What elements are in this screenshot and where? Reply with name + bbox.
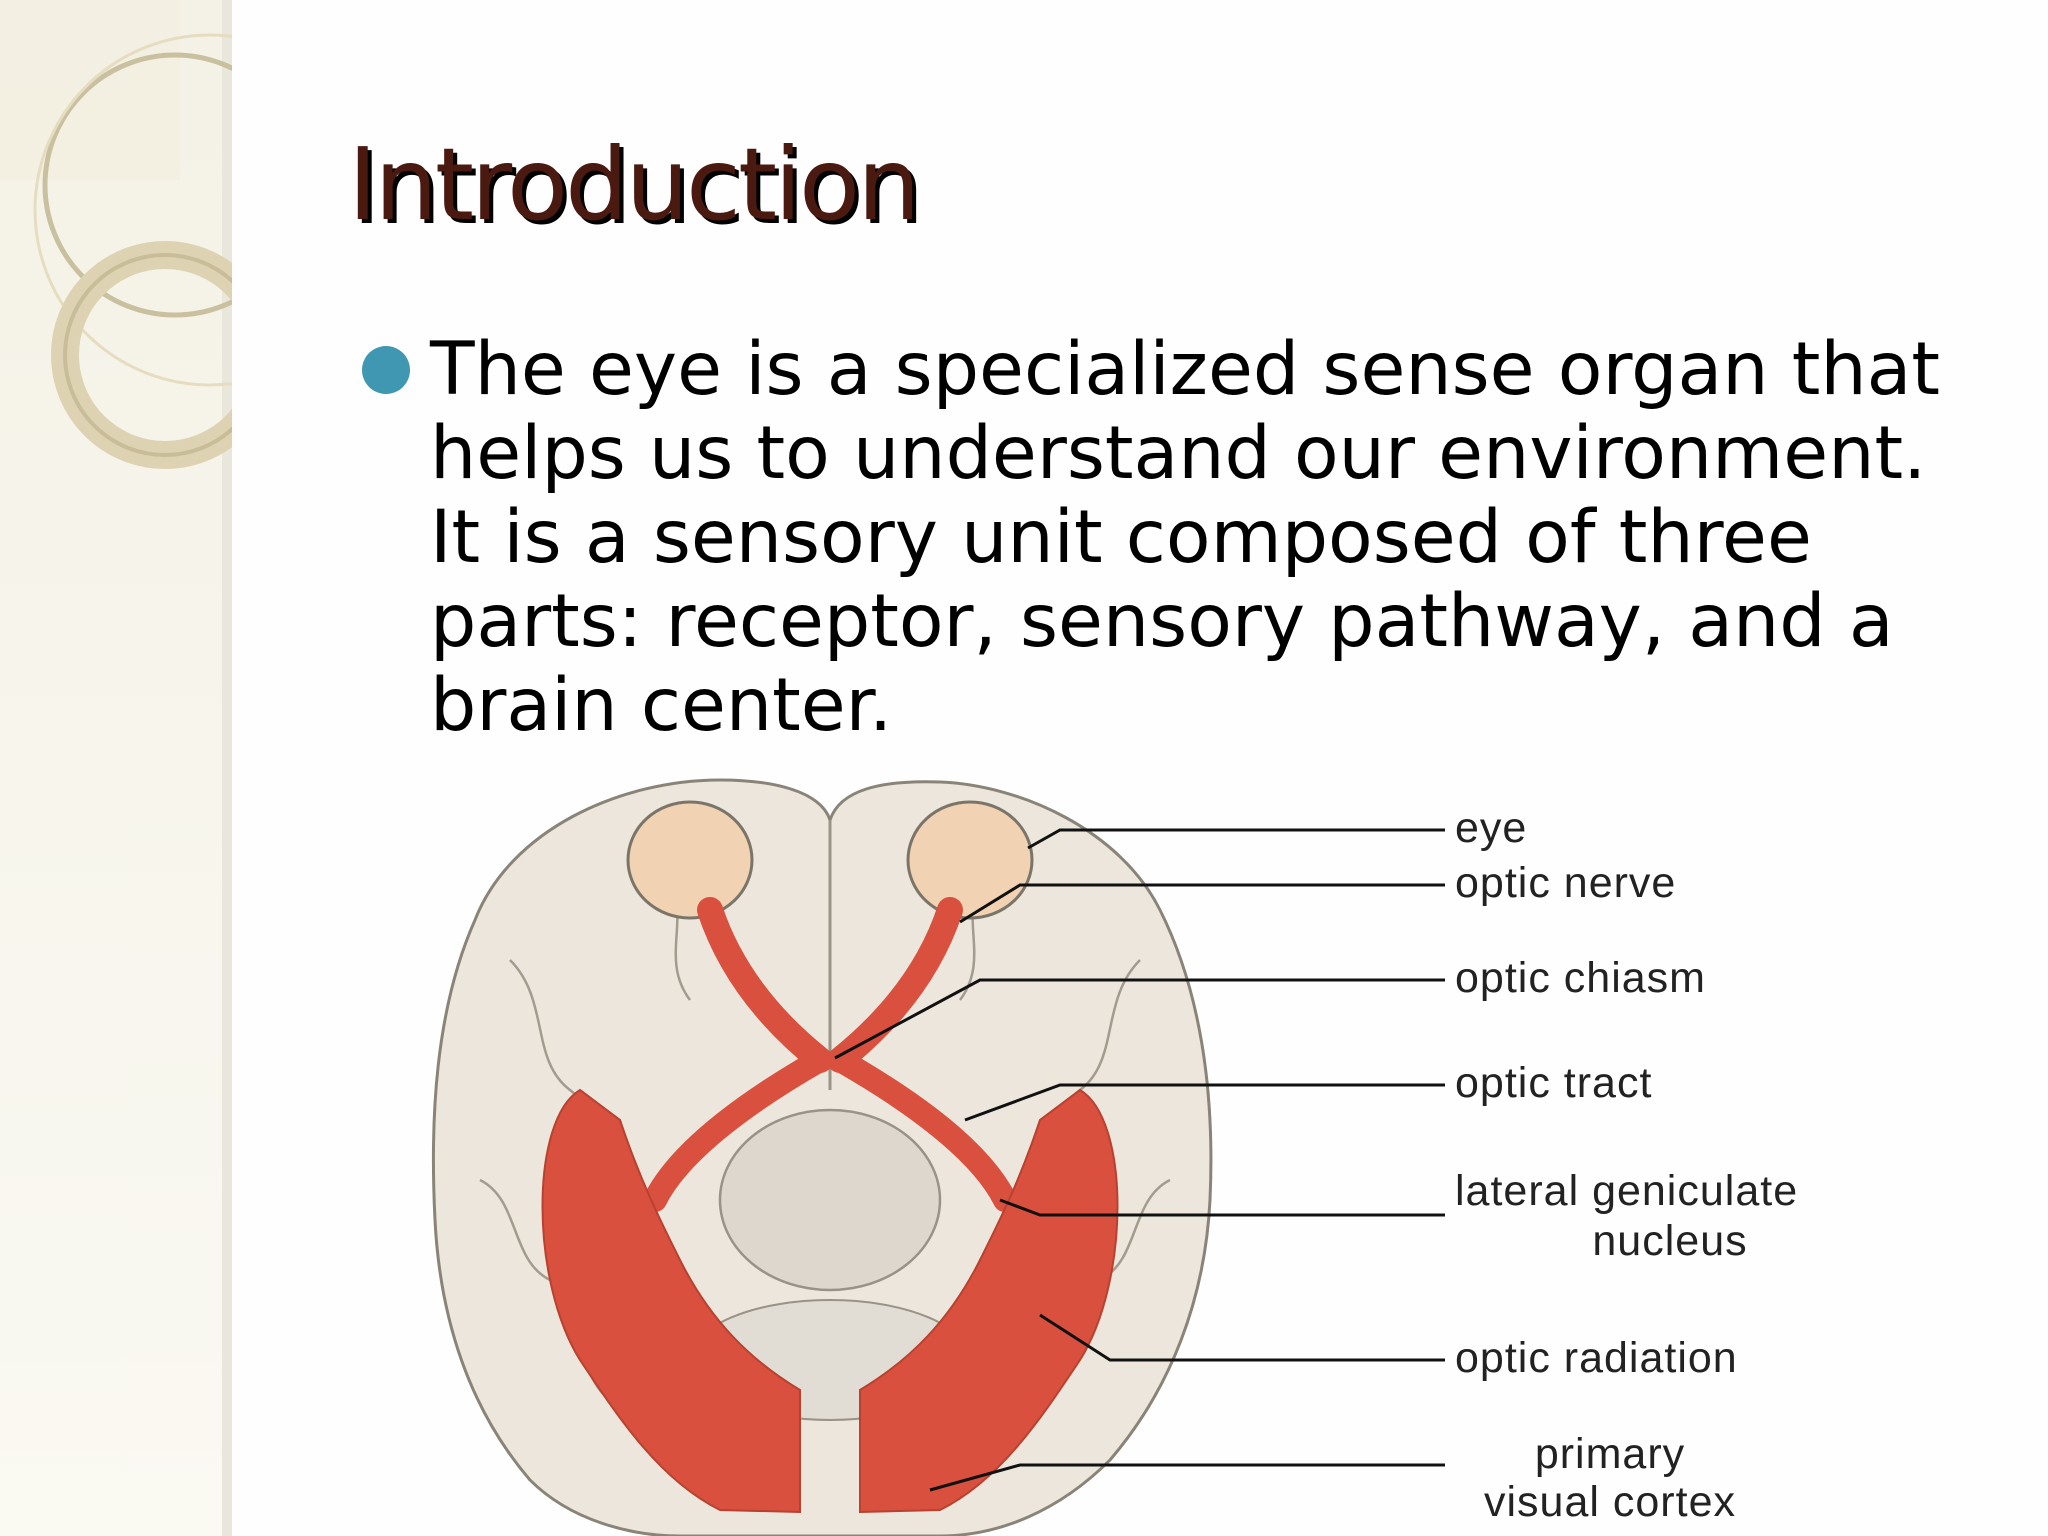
diagram-labels: eye optic nerve optic chiasm optic tract…	[1455, 804, 1798, 1526]
eyes	[626, 800, 1034, 920]
bullet-text: The eye is a specialized sense organ tha…	[430, 327, 1940, 748]
bullet-dot-icon	[362, 346, 410, 394]
label-cortex-line2: visual cortex	[1484, 1478, 1736, 1526]
brainstem	[718, 1108, 942, 1292]
label-optic-radiation: optic radiation	[1455, 1334, 1738, 1382]
optic-radiation-right	[859, 1088, 1119, 1514]
page-title: Introduction	[348, 126, 921, 243]
leader-line-optic-tract	[964, 1083, 1445, 1122]
label-cortex-line1: primary	[1535, 1430, 1685, 1478]
label-lgn-line2: nucleus	[1592, 1217, 1747, 1265]
leader-line-optic-nerve	[959, 883, 1445, 924]
left-eye	[626, 800, 754, 920]
bullet-point: The eye is a specialized sense organ tha…	[362, 328, 1982, 748]
leader-line-optic-radiation	[1039, 1313, 1445, 1362]
visual-pathway-diagram: eye optic nerve optic chiasm optic tract…	[431, 778, 1798, 1536]
leader-line-cortex	[929, 1463, 1445, 1492]
optic-nerve-left	[697, 897, 833, 1073]
optic-radiation-left	[541, 1088, 801, 1514]
right-eye	[906, 800, 1034, 920]
label-optic-nerve: optic nerve	[1455, 859, 1676, 907]
optic-radiation	[541, 1088, 1119, 1514]
leader-line-eye	[1027, 828, 1445, 850]
optic-tract-left	[643, 1048, 832, 1212]
leader-lines	[834, 828, 1445, 1492]
optic-tract-right	[828, 1048, 1017, 1212]
label-lgn-line1: lateral geniculate	[1455, 1167, 1798, 1215]
leader-line-optic-chiasm	[834, 978, 1445, 1060]
label-optic-tract: optic tract	[1455, 1059, 1652, 1107]
decorative-rings	[0, 0, 232, 1536]
leader-line-lgn	[999, 1198, 1445, 1217]
label-eye: eye	[1455, 804, 1527, 852]
label-optic-chiasm: optic chiasm	[1455, 954, 1706, 1002]
